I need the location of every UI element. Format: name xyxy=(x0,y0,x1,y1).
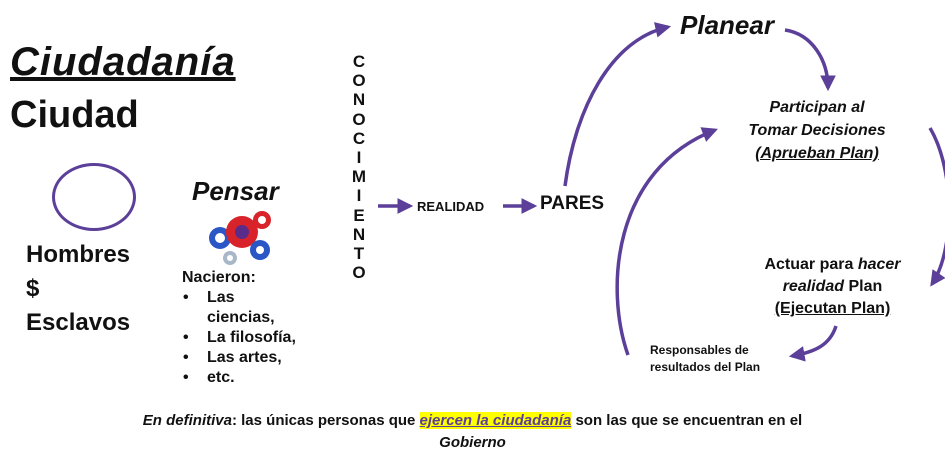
label-hombres: Hombres xyxy=(26,241,131,268)
actuar-line1: Actuar para hacer xyxy=(730,254,935,276)
participan-line1: Participan al xyxy=(769,99,865,116)
label-esclavos: Esclavos xyxy=(26,309,131,336)
title-ciudadania: Ciudadanía xyxy=(10,40,236,84)
letter: O xyxy=(352,109,366,129)
letter: I xyxy=(356,186,362,206)
footer-line2: Gobierno xyxy=(439,434,506,451)
subtitle-ciudad: Ciudad xyxy=(10,94,139,136)
gears-icon xyxy=(209,211,271,265)
letter: C xyxy=(352,128,366,148)
hombres-block: Hombres $ Esclavos xyxy=(26,238,130,340)
actuar-block: Actuar para hacer realidad Plan (Ejecuta… xyxy=(730,254,935,320)
conocimiento-vertical: C O N O C I M I E N T O xyxy=(345,52,373,282)
footer-pre: : las únicas personas que xyxy=(231,412,420,429)
arrow-loop-back xyxy=(615,127,718,356)
letter: O xyxy=(352,71,366,91)
participan-block: Participan al Tomar Decisiones (Aprueban… xyxy=(712,96,922,165)
list-item-ciencias-a: Las xyxy=(207,289,235,306)
label-planear: Planear xyxy=(680,10,774,40)
letter: O xyxy=(352,263,366,283)
letter: N xyxy=(352,90,366,110)
list-item-artes: Las artes, xyxy=(182,348,296,368)
letter: T xyxy=(353,244,365,264)
letter: N xyxy=(352,224,366,244)
letter: M xyxy=(351,167,367,187)
label-realidad: REALIDAD xyxy=(417,199,485,214)
circle-shape xyxy=(52,163,136,231)
list-item-ciencias-b: ciencias, xyxy=(207,309,275,326)
arrow-to-participan xyxy=(784,28,836,92)
list-item-ciencias: Las ciencias, xyxy=(182,288,296,328)
pensar-heading: Pensar xyxy=(192,176,279,206)
nacieron-block: Nacieron: Las ciencias, La filosofía, Las… xyxy=(182,268,296,388)
actuar-hacer: hacer xyxy=(857,256,901,273)
participan-line2: Tomar Decisiones xyxy=(748,122,886,139)
list-item-filosofia: La filosofía, xyxy=(182,328,296,348)
footer-highlight: ejercen la ciudadanía xyxy=(419,412,572,429)
label-dollar: $ xyxy=(26,275,40,302)
nacieron-list: Las ciencias, La filosofía, Las artes, et… xyxy=(182,288,296,388)
arrow-to-actuar xyxy=(928,127,945,287)
label-pares: PARES xyxy=(540,193,605,214)
letter: E xyxy=(353,205,365,225)
arrow-to-responsables xyxy=(788,325,838,362)
actuar-line3: (Ejecutan Plan) xyxy=(774,300,891,317)
actuar-line2: realidad Plan xyxy=(730,276,935,298)
footer-line1: En definitiva: las únicas personas que e… xyxy=(0,410,945,432)
actuar-plan: Plan xyxy=(844,278,883,295)
responsables-block: Responsables de resultados del Plan xyxy=(650,342,760,376)
participan-line3: (Aprueban Plan) xyxy=(755,145,879,162)
footer-text: En definitiva: las únicas personas que e… xyxy=(0,410,945,454)
list-item-etc: etc. xyxy=(182,368,296,388)
nacieron-label: Nacieron: xyxy=(182,269,256,286)
footer-em: En definitiva xyxy=(142,412,232,429)
actuar-pre: Actuar para xyxy=(764,256,858,273)
arrow-to-planear xyxy=(563,22,672,187)
actuar-realidad: realidad xyxy=(782,278,845,295)
responsables-line2: resultados del Plan xyxy=(650,360,761,374)
letter: C xyxy=(352,52,366,71)
letter: I xyxy=(356,148,362,168)
footer-post: son las que se encuentran en el xyxy=(571,412,803,429)
responsables-line1: Responsables de xyxy=(650,343,749,357)
